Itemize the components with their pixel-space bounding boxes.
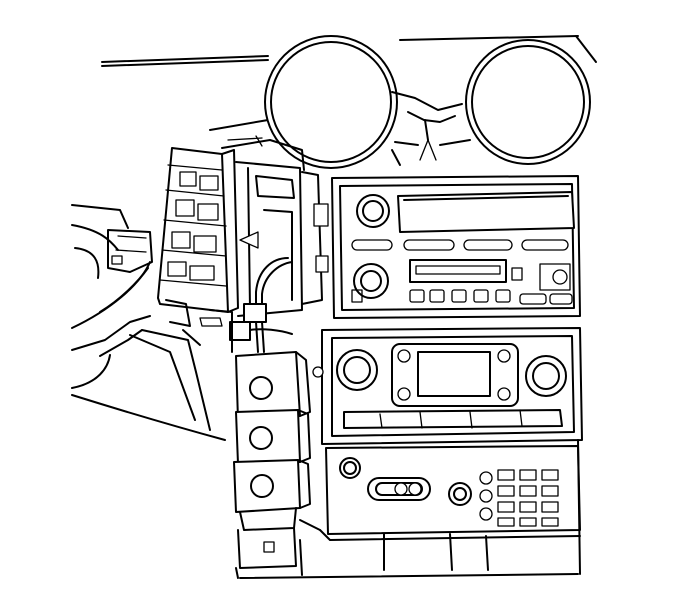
climate-display bbox=[392, 344, 518, 406]
floor-console-outline bbox=[240, 440, 580, 578]
keypad-grid bbox=[498, 470, 558, 526]
lower-accessory-panel bbox=[300, 446, 580, 570]
right-temp-knob bbox=[526, 356, 566, 396]
radio-volume-knob bbox=[357, 195, 389, 227]
radio-tune-knob bbox=[354, 264, 388, 298]
left-gauge bbox=[265, 36, 397, 168]
switch-stack bbox=[200, 310, 310, 578]
climate-control-panel bbox=[313, 328, 582, 444]
switch-button-1 bbox=[250, 377, 272, 399]
steering-column-area bbox=[72, 205, 152, 328]
lower-left-trim bbox=[72, 316, 225, 440]
radio-display bbox=[398, 192, 574, 232]
switch-button-3 bbox=[251, 475, 273, 497]
right-gauge bbox=[466, 40, 590, 164]
left-temp-knob bbox=[337, 350, 377, 390]
wiring-harness bbox=[230, 258, 292, 352]
mounting-bracket bbox=[222, 140, 328, 316]
wire-connector bbox=[244, 304, 266, 322]
radio-cassette-slot bbox=[410, 260, 506, 282]
radio-head-unit bbox=[332, 176, 580, 318]
switch-button-2 bbox=[250, 427, 272, 449]
removed-trim-bezel bbox=[158, 148, 238, 326]
gauge-cluster bbox=[265, 36, 590, 168]
